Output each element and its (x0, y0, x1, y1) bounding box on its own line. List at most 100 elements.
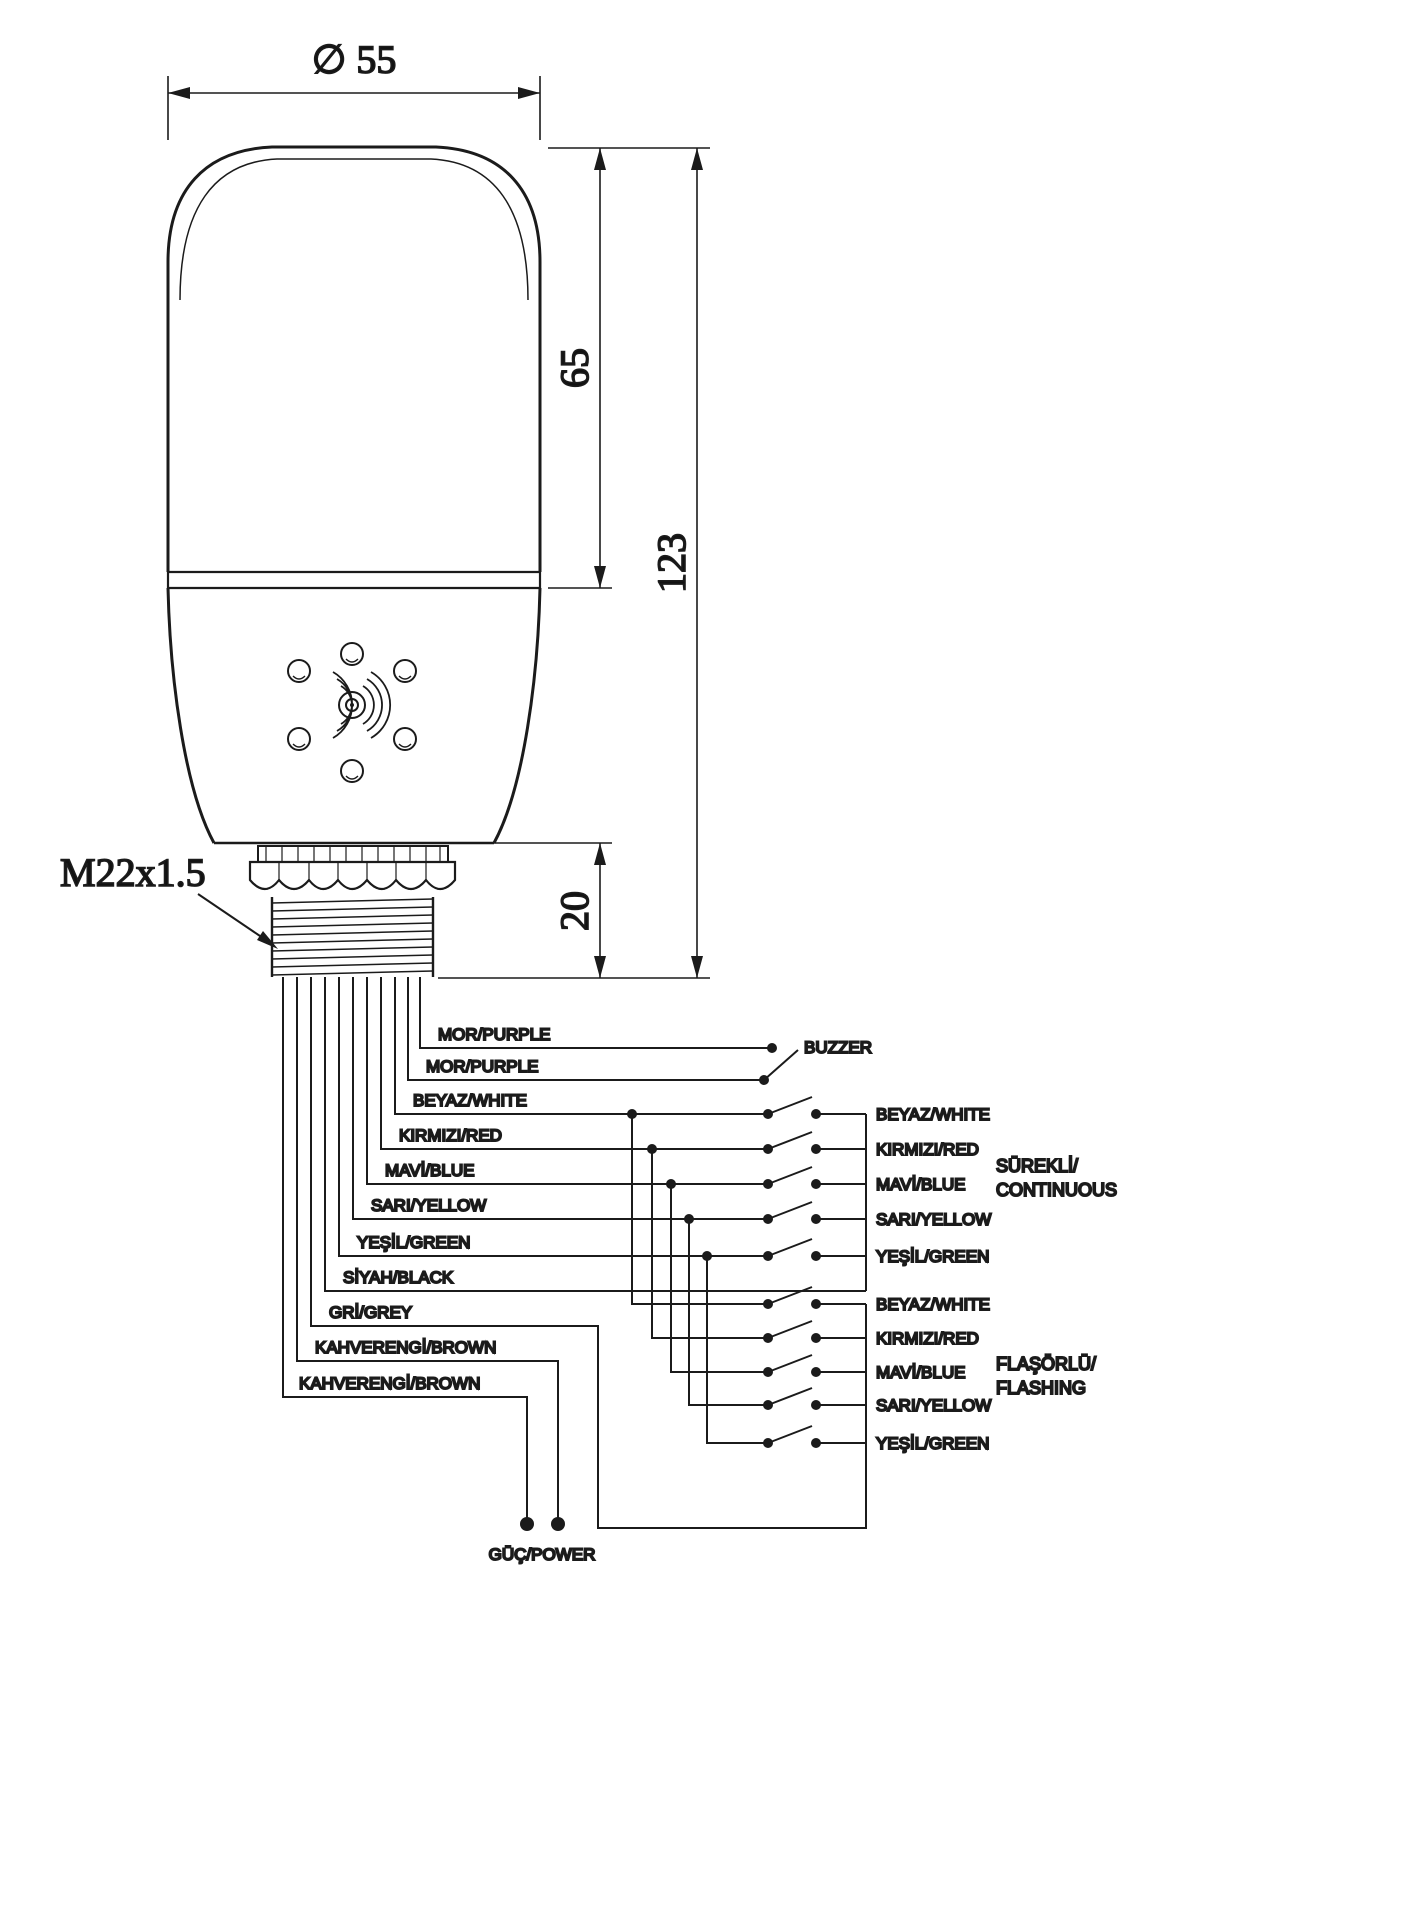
power-terminal-dot (520, 1517, 534, 1531)
switch-label: MAVİ/BLUE (876, 1175, 965, 1194)
dim-20-text: 20 (552, 891, 597, 931)
wiring: MOR/PURPLE MOR/PURPLE BEYAZ/WHITE KIRMIZ… (282, 977, 867, 1529)
continuous-group-label-line2: CONTINUOUS (996, 1180, 1117, 1200)
dim-diameter: ∅ 55 (167, 36, 541, 140)
wire-label: SİYAH/BLACK (343, 1268, 454, 1287)
buzzer-terminal-dot (767, 1043, 777, 1053)
wire-yesil-green (338, 977, 768, 1257)
flashing-group-label-line2: FLASHING (996, 1378, 1086, 1398)
lens-outline (166, 145, 542, 572)
switch-continuous-white: BEYAZ/WHITE (763, 1096, 991, 1125)
switch-label: BEYAZ/WHITE (876, 1105, 990, 1124)
wire-sari-yellow (352, 977, 768, 1220)
switch-flashing-white: BEYAZ/WHITE (763, 1286, 991, 1315)
dim-65-extension-lines (548, 147, 710, 589)
wire-label: BEYAZ/WHITE (413, 1091, 527, 1110)
wire-label: MAVİ/BLUE (385, 1161, 474, 1180)
dim-arrow-left (168, 87, 190, 99)
speaker-grille (287, 642, 417, 783)
device-drawing (166, 145, 542, 977)
thread-lines (271, 898, 434, 976)
thread-spec-text: M22x1.5 (60, 850, 206, 895)
switch-label: BEYAZ/WHITE (876, 1295, 990, 1314)
dim-65-text: 65 (552, 348, 597, 388)
switch-flashing-green: YEŞİL/GREEN (763, 1425, 990, 1454)
dim-thread-height: 20 (458, 842, 612, 978)
wire-label: MOR/PURPLE (438, 1025, 550, 1044)
wire-kahverengi-brown-2 (282, 977, 528, 1524)
buzzer: BUZZER (759, 1037, 873, 1085)
flashing-switch-group: BEYAZ/WHITE KIRMIZI/RED MAVİ/BLUE SARI/Y… (763, 1286, 1097, 1454)
wire-label: YEŞİL/GREEN (357, 1233, 470, 1252)
wire-mavi-blue (366, 977, 768, 1185)
lens-seam-lines (166, 570, 542, 590)
switch-continuous-red: KIRMIZI/RED (763, 1131, 980, 1160)
dim-diameter-text: ∅ 55 (312, 37, 397, 82)
dim-20-arrow-bottom (594, 956, 606, 978)
power-connection: GÜÇ/POWER (488, 1517, 596, 1565)
grille-center-outer (338, 691, 366, 719)
thread-leader-line (197, 893, 261, 937)
continuous-group-label-line1: SÜREKLİ/ (996, 1156, 1078, 1176)
wire-gri-grey (310, 977, 867, 1529)
wire-label: KAHVERENGİ/BROWN (315, 1338, 496, 1357)
lens-section (166, 145, 542, 590)
lens-inner-line (179, 158, 529, 301)
dim-65-arrow-top (594, 148, 606, 170)
switch-label: YEŞİL/GREEN (876, 1247, 989, 1266)
screw-holes (287, 642, 417, 783)
flashing-group-label-line1: FLAŞÖRLÜ/ (996, 1354, 1096, 1374)
nut-outline (248, 860, 457, 891)
power-label: GÜÇ/POWER (489, 1545, 596, 1564)
wire-mor-purple-2 (407, 977, 764, 1081)
switch-label: SARI/YELLOW (876, 1396, 991, 1415)
dimensions: ∅ 55 65 123 20 M22x1.5 (59, 36, 710, 979)
dim-123-text: 123 (649, 533, 694, 593)
dim-total-height: 123 (438, 148, 710, 979)
wire-beyaz-white (394, 977, 768, 1115)
switch-flashing-red: KIRMIZI/RED (763, 1320, 980, 1349)
wire-label: GRİ/GREY (329, 1303, 412, 1322)
switch-label: YEŞİL/GREEN (876, 1434, 989, 1453)
body-right-edge (492, 587, 542, 844)
thread-leader-arrow (257, 931, 278, 949)
buzzer-blade (763, 1049, 799, 1081)
wire-kahverengi-brown-1 (296, 977, 559, 1524)
wire-label: KAHVERENGİ/BROWN (299, 1374, 480, 1393)
body-section (166, 587, 542, 845)
wire-mor-purple-1 (419, 977, 772, 1049)
buzzer-label: BUZZER (804, 1038, 872, 1057)
wire-label: MOR/PURPLE (426, 1057, 538, 1076)
schematic: BUZZER BEYAZ/WHITE KIRMIZI/RED (488, 1037, 1118, 1565)
wire-kirmizi-red (380, 977, 768, 1150)
switch-continuous-blue: MAVİ/BLUE (763, 1166, 966, 1195)
dim-diameter-extension-lines (167, 76, 541, 140)
body-left-edge (166, 587, 216, 844)
switch-label: MAVİ/BLUE (876, 1363, 965, 1382)
nut-segment-lines (278, 862, 427, 880)
collar-ticks (265, 847, 441, 861)
power-terminal-dot (551, 1517, 565, 1531)
dim-20-arrow-top (594, 843, 606, 865)
continuous-switch-group: BEYAZ/WHITE KIRMIZI/RED MAVİ/BLUE SARI/Y… (763, 1096, 1118, 1291)
dim-65-arrow-bottom (594, 566, 606, 588)
switch-label: KIRMIZI/RED (876, 1329, 979, 1348)
dim-123-arrow-bottom (691, 956, 703, 978)
switch-continuous-yellow: SARI/YELLOW (763, 1201, 992, 1230)
flashing-tap-lines (627, 1109, 768, 1444)
switch-label: SARI/YELLOW (876, 1210, 991, 1229)
sound-arcs-right (362, 671, 392, 739)
switch-flashing-yellow: SARI/YELLOW (763, 1387, 992, 1416)
switch-flashing-blue: MAVİ/BLUE (763, 1354, 966, 1383)
switch-continuous-green: YEŞİL/GREEN (763, 1238, 990, 1267)
wire-label: SARI/YELLOW (371, 1196, 486, 1215)
switch-label: KIRMIZI/RED (876, 1140, 979, 1159)
thread-callout: M22x1.5 (59, 849, 278, 949)
mounting-base (248, 845, 457, 891)
thread-section (270, 897, 435, 977)
dim-arrow-right (518, 87, 540, 99)
dim-lens-height: 65 (548, 147, 710, 589)
collar-outline (257, 845, 449, 863)
